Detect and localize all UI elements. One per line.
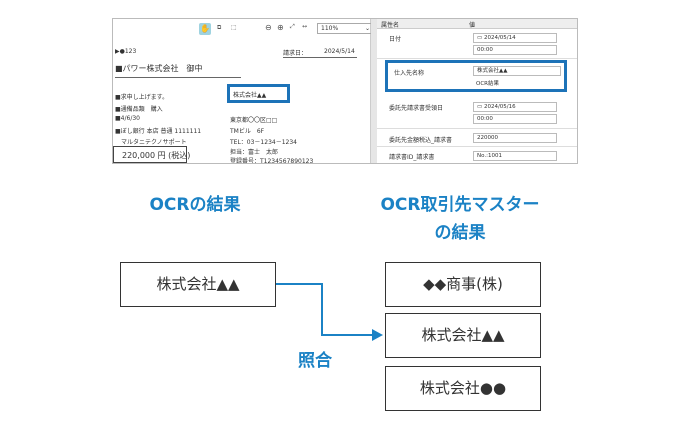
doc-line: ■ぼし銀行 本店 普通 1111111 bbox=[115, 128, 202, 135]
ocr-result-box: 株式会社▲▲ bbox=[120, 262, 276, 307]
amount-input[interactable]: 220000 bbox=[473, 133, 557, 143]
date-value: 2024/05/14 bbox=[483, 35, 516, 41]
select-tool-icon[interactable]: ⧉ bbox=[217, 24, 222, 31]
issuer-name: 株式会社▲▲ bbox=[233, 92, 267, 99]
prop-row-date: 日付 ▭ 2024/05/14 00:00 bbox=[377, 29, 577, 59]
recipient: ■パワー株式会社 御中 bbox=[115, 63, 241, 78]
prop-label: 請求書ID_請求書 bbox=[389, 154, 435, 161]
prop-label: 仕入先名称 bbox=[394, 70, 425, 77]
doc-line: ■通備品類 購入 bbox=[115, 106, 163, 113]
issuer-tel: TEL：03－1234－1234 bbox=[230, 139, 297, 146]
area-tool-icon[interactable]: ⬚ bbox=[231, 24, 237, 31]
prop-row-id: 請求書ID_請求書 No.:1001 bbox=[377, 148, 577, 163]
date-value: 2024/5/14 bbox=[324, 48, 355, 55]
right-heading-1: OCR取引先マスター bbox=[380, 195, 540, 215]
prop-row-amount: 委託先金額税込_請求書 220000 bbox=[377, 130, 577, 147]
fit-page-icon[interactable]: ⤢ bbox=[290, 23, 295, 30]
chevron-down-icon: ⌄ bbox=[364, 25, 370, 32]
zoom-out-icon[interactable]: ⊖ bbox=[265, 23, 272, 32]
right-heading-2: の結果 bbox=[434, 223, 486, 243]
invoice-number: ▶●123 bbox=[115, 48, 137, 55]
ocr-note: OCR結果 bbox=[476, 81, 499, 87]
date-input[interactable]: ▭ 2024/05/14 bbox=[473, 33, 557, 43]
date-label: 請求日： bbox=[283, 48, 357, 58]
id-input[interactable]: No.:1001 bbox=[473, 151, 557, 161]
left-heading: OCRの結果 bbox=[149, 195, 241, 215]
supplier-input[interactable]: 株式会社▲▲ bbox=[473, 66, 561, 76]
prop-label: 日付 bbox=[389, 36, 402, 43]
doc-line: ■4/6/30 bbox=[115, 115, 140, 122]
time-input[interactable]: 00:00 bbox=[473, 45, 557, 55]
app-screenshot: ✋ ⧉ ⬚ ⊖ ⊕ ⤢ ↔ 110% ⌄ ▶●123 請求日： 2024/5/14… bbox=[112, 18, 578, 164]
ocr-highlight: 株式会社▲▲ bbox=[227, 84, 290, 103]
received-date-input[interactable]: ▭ 2024/05/16 bbox=[473, 102, 557, 112]
doc-line: ■求申し上げます。 bbox=[115, 94, 169, 101]
zoom-value: 110% bbox=[321, 25, 339, 32]
col-name-header: 属性名 bbox=[381, 22, 400, 29]
issuer-address: 東京都〇〇区□□ bbox=[230, 117, 278, 124]
match-label: 照合 bbox=[298, 351, 332, 371]
hand-tool-icon[interactable]: ✋ bbox=[199, 23, 211, 35]
document-viewer: ✋ ⧉ ⬚ ⊖ ⊕ ⤢ ↔ 110% ⌄ ▶●123 請求日： 2024/5/14… bbox=[113, 19, 373, 164]
date-value: 2024/05/16 bbox=[483, 104, 516, 110]
issuer-building: TMビル 6F bbox=[230, 128, 265, 135]
supplier-highlight: 仕入先名称 株式会社▲▲ OCR結果 bbox=[385, 60, 567, 92]
master-item: 株式会社●● bbox=[385, 366, 541, 411]
prop-row-received: 委託先請求書受領日 ▭ 2024/05/16 00:00 bbox=[377, 99, 577, 129]
col-value-header: 値 bbox=[469, 22, 476, 29]
doc-line: マルタニテクノサポート bbox=[115, 139, 187, 146]
prop-label: 委託先請求書受領日 bbox=[389, 105, 444, 112]
scrollbar[interactable] bbox=[371, 19, 377, 163]
zoom-in-icon[interactable]: ⊕ bbox=[277, 23, 284, 32]
fit-width-icon[interactable]: ↔ bbox=[302, 23, 308, 30]
issuer-reg: 登録番号：T1234567890123 bbox=[230, 158, 314, 164]
properties-panel: 属性名 値 日付 ▭ 2024/05/14 00:00 仕入先名称 株式会社▲▲… bbox=[377, 19, 577, 163]
properties-header: 属性名 値 bbox=[377, 19, 577, 29]
amount-box: 220,000 円 (税込) bbox=[113, 146, 190, 163]
master-item: ◆◆商事(株) bbox=[385, 262, 541, 307]
received-time-input[interactable]: 00:00 bbox=[473, 114, 557, 124]
issuer-person: 担当：富士 太郎 bbox=[230, 149, 279, 156]
master-item-matched: 株式会社▲▲ bbox=[385, 313, 541, 358]
prop-label: 委託先金額税込_請求書 bbox=[389, 137, 453, 144]
